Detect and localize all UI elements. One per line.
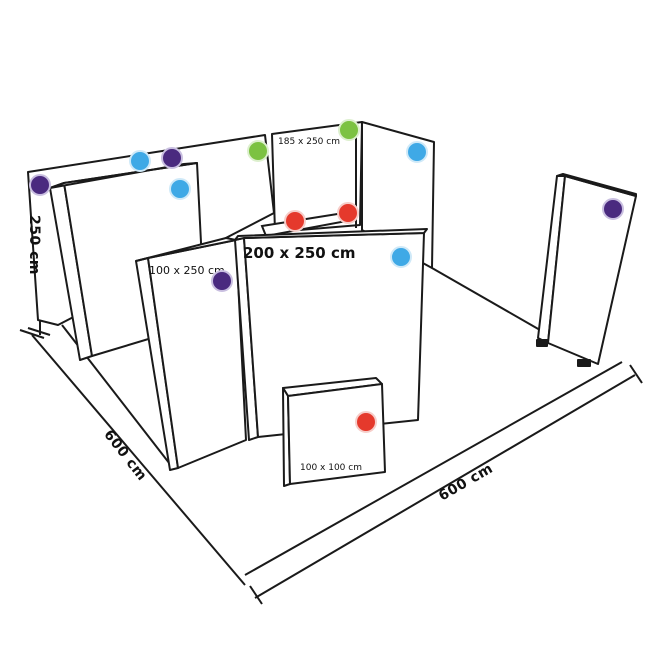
depth-dimension-line [31,334,246,586]
depth-dimension-tick-top [19,329,45,339]
width-dimension-tick-left [249,585,263,605]
right-standalone-panel-top [556,173,637,197]
front-main-panel-label: 200 x 250 cm [243,244,356,262]
counter-label: 100 x 100 cm [300,463,362,473]
light-dot-blue [129,150,151,172]
back-right-panel-label: 185 x 250 cm [278,137,340,147]
right-standalone-panel-foot-left [536,339,548,347]
counter [282,377,386,487]
light-dot-blue [169,178,191,200]
front-left-panel [135,237,247,471]
floor-right-edge [431,267,541,331]
width-dimension-label: 600 cm [436,461,496,505]
light-dot-purple [602,198,624,220]
front-left-panel-label: 100 x 250 cm [149,264,225,277]
back-right-wall [271,121,363,233]
width-dimension-tick-right [629,364,643,384]
counter-face [287,383,386,485]
light-dot-purple [29,174,51,196]
floor-front-edge [244,361,623,576]
height-dimension-label: 250 cm [26,215,42,275]
light-dot-purple [161,147,183,169]
light-dot-red [284,210,306,232]
width-dimension-line [254,374,636,599]
light-dot-blue [390,246,412,268]
light-dot-red [355,411,377,433]
left-inner-panel-top [49,162,198,189]
light-dot-blue [406,141,428,163]
front-main-panel-top [234,228,428,241]
depth-dimension-label: 600 cm [100,427,150,484]
light-markers [29,119,624,433]
light-dot-green [338,119,360,141]
right-standalone-panel [536,173,637,367]
light-dot-green [247,140,269,162]
light-dot-purple [211,270,233,292]
height-dimension-tick-bottom [27,327,51,336]
light-dot-red [337,202,359,224]
right-standalone-panel-foot-right [577,359,591,367]
